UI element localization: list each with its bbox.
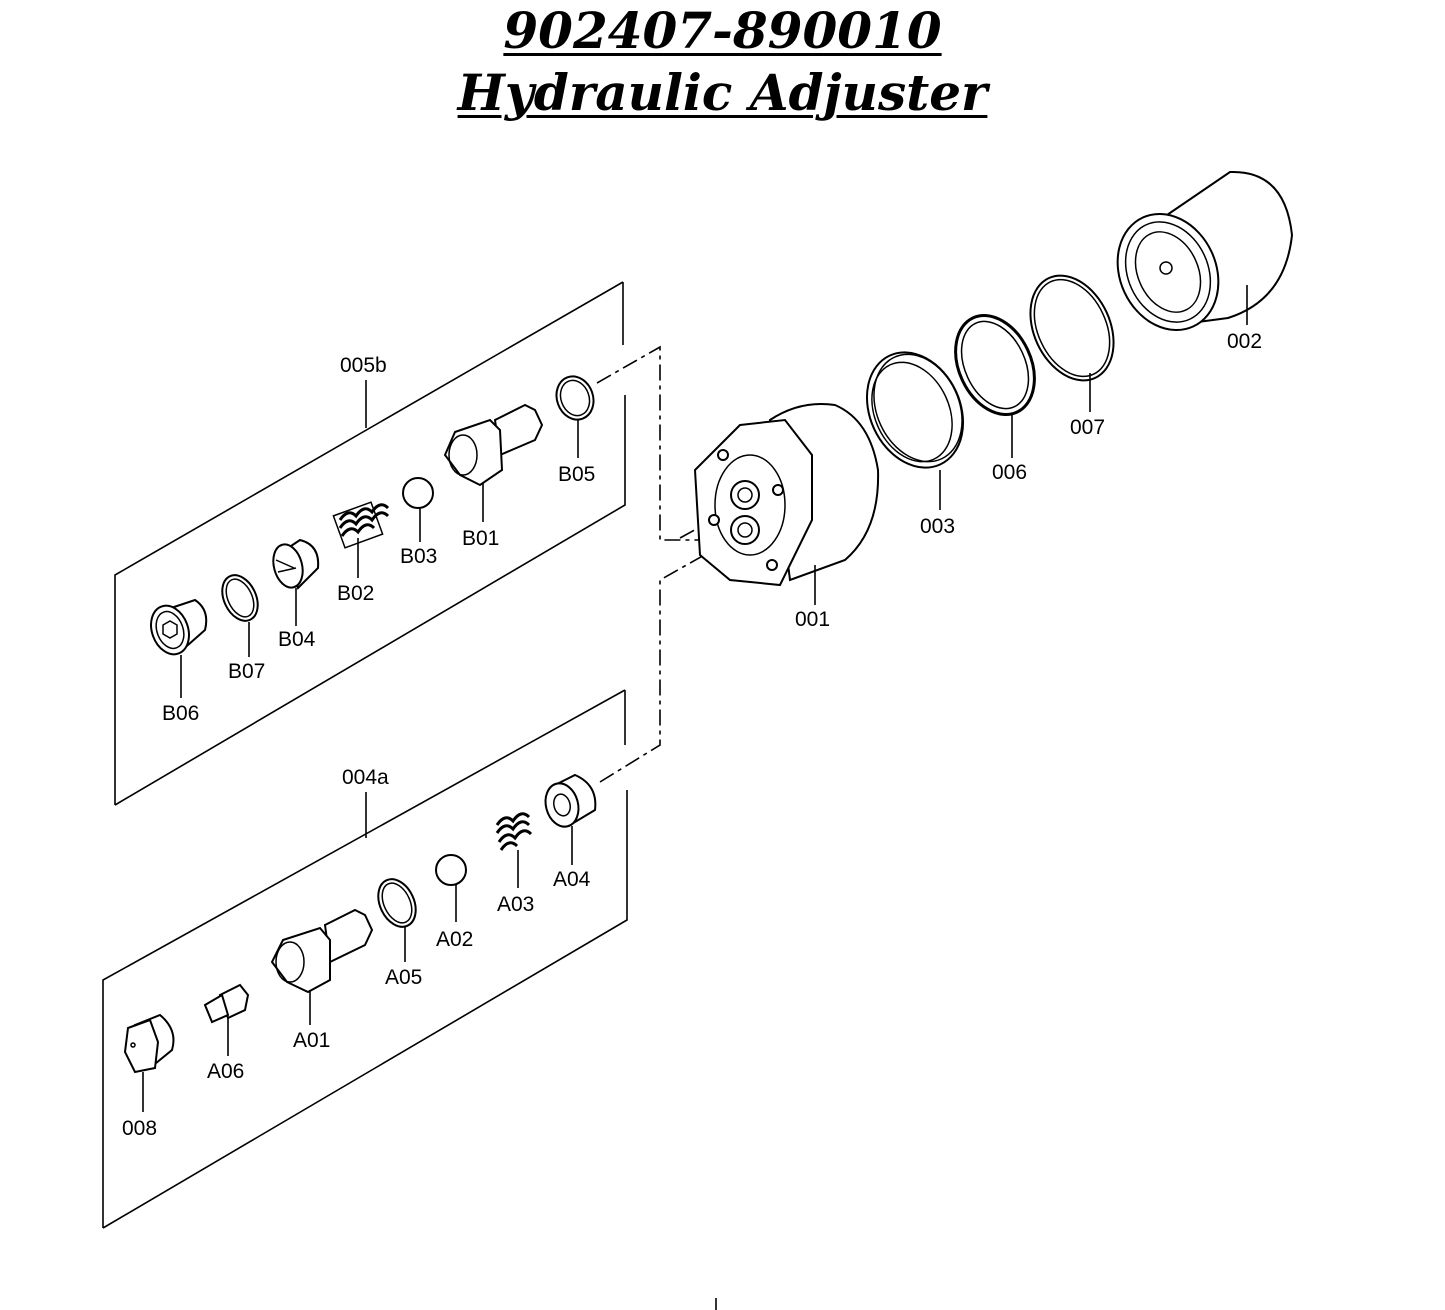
- label-B03: B03: [400, 545, 437, 568]
- label-A06: A06: [207, 1060, 244, 1083]
- oring-A05: [377, 878, 417, 962]
- spring-B02: [332, 501, 390, 578]
- label-005b: 005b: [340, 354, 387, 377]
- fitting-A01: [270, 908, 374, 1025]
- ring-007: [1029, 274, 1115, 412]
- label-B02: B02: [337, 582, 374, 605]
- spring-A03: [495, 812, 533, 888]
- label-004a: 004a: [342, 766, 389, 789]
- ring-006: [954, 313, 1036, 458]
- label-003: 003: [920, 515, 955, 538]
- fitting-B01: [443, 403, 544, 522]
- oring-B05: [555, 375, 595, 458]
- oring-B07: [221, 574, 259, 657]
- label-B05: B05: [558, 463, 595, 486]
- ring-003: [865, 351, 965, 510]
- cup-002: [1116, 170, 1294, 332]
- label-007: 007: [1070, 416, 1105, 439]
- label-A02: A02: [436, 928, 473, 951]
- body-001: [693, 403, 880, 605]
- piston-A04: [544, 773, 597, 865]
- label-001: 001: [795, 608, 830, 631]
- ball-B03: [402, 477, 434, 542]
- label-B04: B04: [278, 628, 316, 651]
- label-006: 006: [992, 461, 1027, 484]
- label-B06: B06: [162, 702, 199, 725]
- label-B07: B07: [228, 660, 265, 683]
- group-005b-frame: [114, 281, 626, 806]
- label-002: 002: [1227, 330, 1262, 353]
- group-004a-frame: [102, 689, 628, 1229]
- label-A01: A01: [293, 1029, 330, 1052]
- ball-A02: [435, 854, 467, 922]
- part-number-title: 902407-890010: [503, 1, 942, 60]
- cap-008: [123, 1013, 175, 1112]
- label-A05: A05: [385, 966, 422, 989]
- assembly-name-title: Hydraulic Adjuster: [457, 63, 988, 122]
- label-B01: B01: [462, 527, 499, 550]
- grease-nipple-A06: [203, 983, 250, 1056]
- label-A03: A03: [497, 893, 534, 916]
- label-A04: A04: [553, 868, 591, 891]
- connection-dash-lines: [596, 345, 723, 783]
- label-008: 008: [122, 1117, 157, 1140]
- piston-B04: [272, 538, 320, 626]
- plug-B06: [150, 598, 208, 698]
